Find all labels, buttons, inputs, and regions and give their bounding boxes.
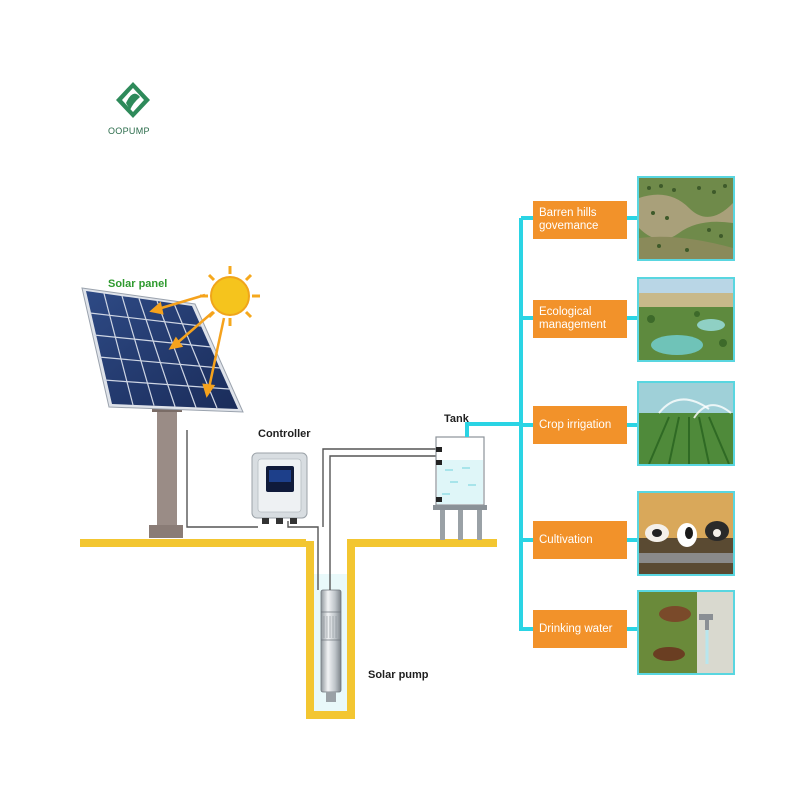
ecological-management-photo	[637, 277, 735, 362]
sunlight-arrows	[149, 293, 226, 398]
crop-irrigation-photo	[637, 381, 735, 466]
wiring	[186, 430, 436, 590]
solar-panel-label: Solar panel	[108, 278, 168, 290]
solar-pump	[320, 589, 342, 702]
controller-label: Controller	[258, 428, 311, 440]
application-label-ecological-management: Ecological management	[533, 300, 627, 338]
logo-text: OOPUMP	[108, 126, 150, 136]
cultivation-photo	[637, 491, 735, 576]
application-label-barren-hills: Barren hills govemance	[533, 201, 627, 239]
controller	[251, 452, 308, 524]
ground	[80, 539, 497, 547]
oopump-logo-icon	[116, 82, 150, 118]
water-distribution-pipes	[465, 216, 637, 631]
water-tank	[433, 436, 487, 540]
tank-label: Tank	[444, 413, 469, 425]
barren-hills-photo	[637, 176, 735, 261]
application-label-cultivation: Cultivation	[533, 521, 627, 559]
application-label-crop-irrigation: Crop irrigation	[533, 406, 627, 444]
sun-icon	[200, 266, 260, 326]
drinking-water-photo	[637, 590, 735, 675]
panel-support-pole	[149, 398, 183, 538]
solar-panel	[81, 287, 244, 413]
application-label-drinking-water: Drinking water	[533, 610, 627, 648]
solar-pump-label: Solar pump	[368, 669, 429, 681]
